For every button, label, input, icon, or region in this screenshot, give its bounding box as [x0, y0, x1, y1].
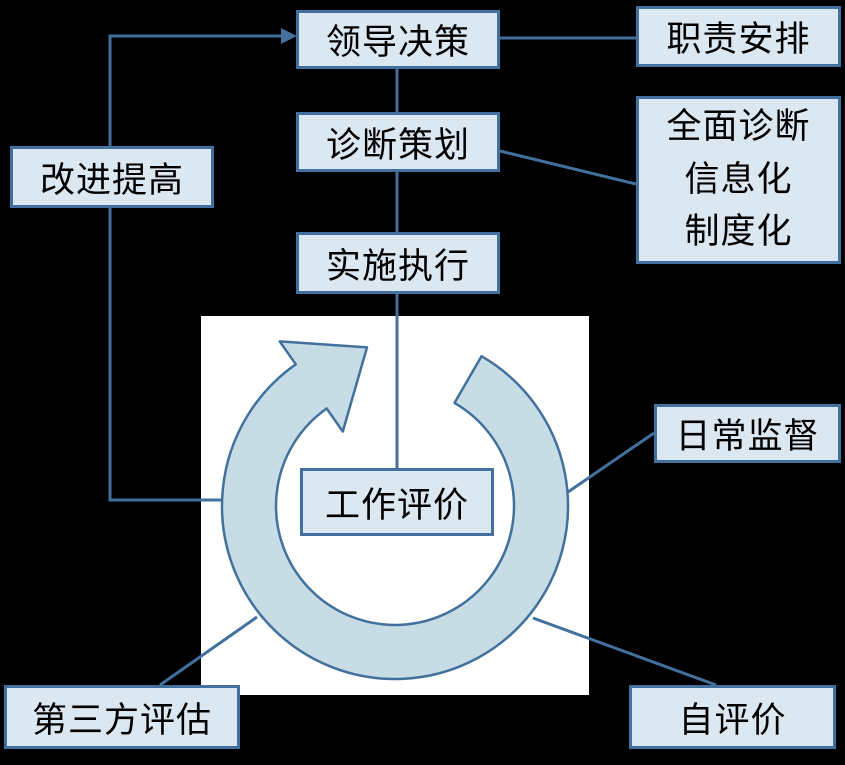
connector-thirdparty-to-cycle [159, 615, 258, 687]
connector-selfeval-to-cycle [532, 616, 717, 687]
node-daily-supervision: 日常监督 [654, 404, 841, 463]
node-self-evaluation: 自评价 [629, 685, 836, 749]
node-diagnosis-planning: 诊断策划 [296, 112, 500, 172]
connector-planning-to-detail [499, 149, 637, 186]
node-leadership-decision: 领导决策 [296, 10, 500, 69]
node-work-evaluation: 工作评价 [300, 468, 494, 536]
node-duty-arrangement: 职责安排 [636, 6, 841, 67]
node-detail-line-2: 信息化 [684, 159, 793, 200]
cycle-arrow-icon [220, 340, 570, 681]
connector-improve-to-cycle [108, 208, 224, 502]
node-improvement: 改进提高 [10, 146, 214, 208]
arrowhead-into-leadership-icon [281, 28, 297, 44]
node-selfeval-label: 自评价 [678, 700, 787, 741]
node-planning-label: 诊断策划 [325, 125, 470, 166]
node-implementation: 实施执行 [296, 232, 500, 294]
node-leadership-label: 领导决策 [325, 23, 470, 63]
node-daily-label: 日常监督 [675, 417, 820, 457]
connector-daily-to-cycle [567, 431, 655, 494]
node-detail-line-1: 全面诊断 [666, 107, 811, 148]
node-duty-label: 职责安排 [666, 20, 811, 60]
node-implement-label: 实施执行 [325, 246, 470, 287]
node-thirdparty-label: 第三方评估 [31, 700, 212, 741]
node-third-party-evaluation: 第三方评估 [4, 685, 240, 749]
node-detail-line-3: 制度化 [684, 212, 793, 253]
node-improve-label: 改进提高 [39, 160, 184, 201]
node-diagnosis-detail: 全面诊断 信息化 制度化 [636, 96, 841, 264]
connector-improve-to-leadership [108, 34, 283, 146]
node-evaluation-label: 工作评价 [324, 485, 469, 526]
